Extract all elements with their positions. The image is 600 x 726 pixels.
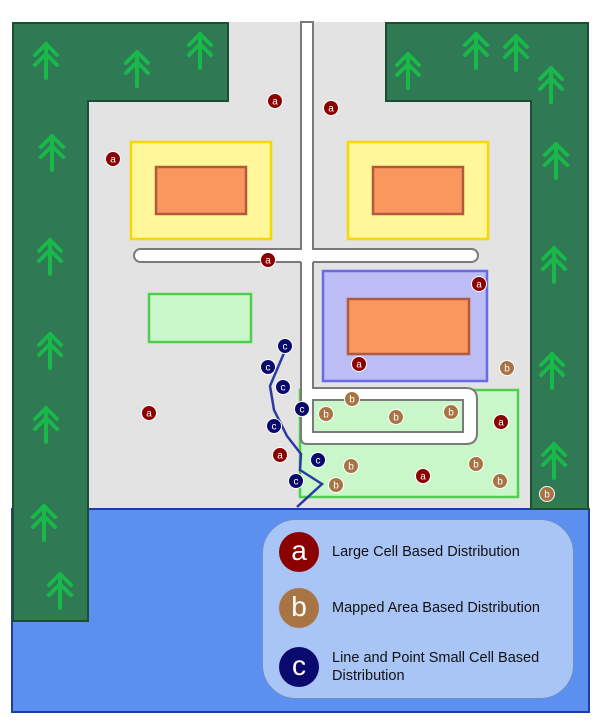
tree-icon bbox=[541, 442, 567, 480]
svg-text:a: a bbox=[110, 155, 116, 166]
legend-label-a: Large Cell Based Distribution bbox=[332, 544, 520, 560]
svg-text:b: b bbox=[348, 462, 354, 473]
marker-c: c bbox=[277, 338, 293, 354]
svg-text:a: a bbox=[356, 360, 362, 371]
tree-icon bbox=[37, 238, 63, 276]
forest-right bbox=[385, 22, 589, 510]
marker-b: b bbox=[318, 406, 334, 422]
road-vertical-lower bbox=[301, 256, 313, 395]
tree-icon bbox=[538, 66, 564, 104]
svg-text:c: c bbox=[281, 383, 286, 394]
marker-c: c bbox=[275, 379, 291, 395]
tree-icon bbox=[33, 42, 59, 80]
marker-a: a bbox=[267, 93, 283, 109]
marker-a: a bbox=[323, 100, 339, 116]
marker-b: b bbox=[344, 391, 360, 407]
svg-text:b: b bbox=[393, 413, 399, 424]
building-left bbox=[154, 165, 248, 216]
svg-text:b: b bbox=[497, 477, 503, 488]
svg-text:b: b bbox=[349, 395, 355, 406]
cable-line bbox=[268, 345, 325, 508]
green-zone-small bbox=[147, 292, 253, 344]
marker-c: c bbox=[310, 452, 326, 468]
marker-a: a bbox=[141, 405, 157, 421]
marker-c: c bbox=[288, 473, 304, 489]
svg-text:b: b bbox=[448, 408, 454, 419]
svg-text:b: b bbox=[323, 410, 329, 421]
marker-b: b bbox=[443, 404, 459, 420]
tree-icon bbox=[503, 34, 529, 72]
marker-a: a bbox=[272, 447, 288, 463]
marker-a: a bbox=[471, 276, 487, 292]
marker-c: c bbox=[266, 418, 282, 434]
legend-item-b: b Mapped Area Based Distribution bbox=[279, 588, 562, 628]
svg-text:c: c bbox=[272, 422, 277, 433]
legend-item-c: c Line and Point Small Cell Based Distri… bbox=[279, 647, 562, 687]
marker-b: b bbox=[343, 458, 359, 474]
marker-b: b bbox=[539, 486, 555, 502]
tree-icon bbox=[31, 504, 57, 542]
svg-text:c: c bbox=[283, 342, 288, 353]
tree-icon bbox=[543, 142, 569, 180]
tree-icon bbox=[33, 406, 59, 444]
svg-text:b: b bbox=[544, 490, 550, 501]
marker-a: a bbox=[351, 356, 367, 372]
svg-text:a: a bbox=[420, 472, 426, 483]
tree-icon bbox=[39, 134, 65, 172]
marker-c: c bbox=[260, 359, 276, 375]
svg-text:c: c bbox=[300, 405, 305, 416]
legend-item-a: a Large Cell Based Distribution bbox=[279, 532, 562, 572]
svg-text:b: b bbox=[504, 364, 510, 375]
svg-text:c: c bbox=[266, 363, 271, 374]
tree-icon bbox=[124, 50, 150, 88]
svg-text:a: a bbox=[476, 280, 482, 291]
legend-label-b: Mapped Area Based Distribution bbox=[332, 600, 540, 616]
marker-a: a bbox=[493, 414, 509, 430]
road-vertical bbox=[300, 21, 314, 263]
tree-icon bbox=[47, 572, 73, 610]
tree-icon bbox=[187, 32, 213, 70]
tree-icon bbox=[541, 246, 567, 284]
svg-text:a: a bbox=[498, 418, 504, 429]
line-point-c-icon: c bbox=[279, 647, 319, 687]
svg-text:b: b bbox=[333, 481, 339, 492]
tree-icon bbox=[539, 352, 565, 390]
area-b-icon: b bbox=[279, 588, 319, 628]
svg-text:c: c bbox=[316, 456, 321, 467]
marker-b: b bbox=[492, 473, 508, 489]
marker-b: b bbox=[328, 477, 344, 493]
marker-c: c bbox=[294, 401, 310, 417]
tree-icon bbox=[463, 32, 489, 70]
svg-text:a: a bbox=[277, 451, 283, 462]
svg-text:b: b bbox=[473, 460, 479, 471]
svg-text:a: a bbox=[272, 97, 278, 108]
marker-b: b bbox=[468, 456, 484, 472]
cell-a-icon: a bbox=[279, 532, 319, 572]
svg-text:c: c bbox=[294, 477, 299, 488]
marker-a: a bbox=[415, 468, 431, 484]
marker-a: a bbox=[105, 151, 121, 167]
building-right bbox=[371, 165, 465, 216]
tree-icon bbox=[37, 332, 63, 370]
marker-b: b bbox=[388, 409, 404, 425]
marker-a: a bbox=[260, 252, 276, 268]
building-center bbox=[346, 297, 471, 356]
tree-icon bbox=[395, 52, 421, 90]
legend-label-c: Line and Point Small Cell Based Distribu… bbox=[332, 650, 540, 684]
forest-left bbox=[12, 22, 229, 622]
marker-b: b bbox=[499, 360, 515, 376]
svg-text:a: a bbox=[265, 256, 271, 267]
svg-text:a: a bbox=[146, 409, 152, 420]
legend: a Large Cell Based Distribution b Mapped… bbox=[262, 519, 574, 699]
svg-text:a: a bbox=[328, 104, 334, 115]
